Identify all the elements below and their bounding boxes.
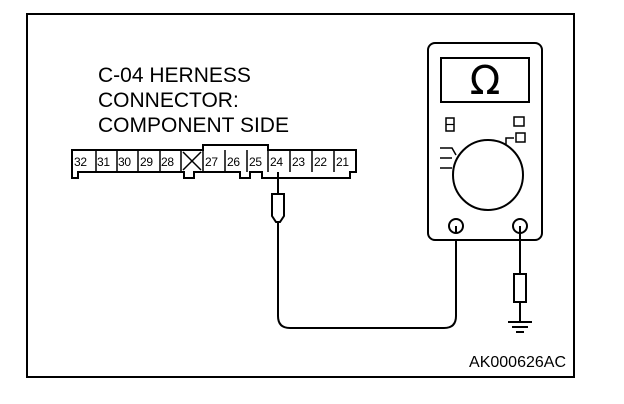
rotary-dial-icon: [452, 139, 524, 211]
figure-code: AK000626AC: [469, 354, 566, 371]
probe-body: [513, 273, 527, 303]
pin-label: 28: [161, 155, 174, 169]
title-line-2: CONNECTOR:: [98, 89, 239, 112]
pin-label: 31: [97, 155, 110, 169]
connector-outline: [71, 144, 357, 179]
pin-label: 21: [336, 155, 349, 169]
meter-display-frame: [440, 57, 530, 103]
pin-label: 30: [118, 155, 131, 169]
diagram-border: [26, 13, 575, 378]
button-icon: [513, 116, 525, 127]
connector-c04: 32 31 30 29 28 27 26 25 24 23 22 21: [71, 144, 357, 179]
pin-dividers: [95, 150, 335, 172]
probe-tip: [271, 193, 285, 223]
cross-icon: [182, 151, 202, 171]
pin-label-highlighted: 24: [270, 155, 283, 169]
ohm-icon: Ω: [470, 58, 501, 104]
connector-title: C-04 HERNESS CONNECTOR: COMPONENT SIDE: [98, 64, 289, 137]
ground-icon: [508, 321, 532, 333]
test-lead-ground: [513, 226, 527, 322]
pin-label: 23: [292, 155, 305, 169]
test-lead-positive: [271, 172, 457, 329]
pin-label: 27: [205, 155, 218, 169]
pin-label: 29: [140, 155, 153, 169]
dial-range-ticks: [440, 137, 514, 169]
pin-label: 26: [227, 155, 240, 169]
pin-label: 22: [314, 155, 327, 169]
pin-label: 32: [74, 155, 87, 169]
title-line-3: COMPONENT SIDE: [98, 114, 289, 137]
ohmmeter: Ω: [427, 42, 543, 241]
lead-wire: [277, 222, 457, 329]
title-line-1: C-04 HERNESS: [98, 64, 251, 87]
pin-label: 25: [249, 155, 262, 169]
button-icon: [515, 132, 526, 143]
